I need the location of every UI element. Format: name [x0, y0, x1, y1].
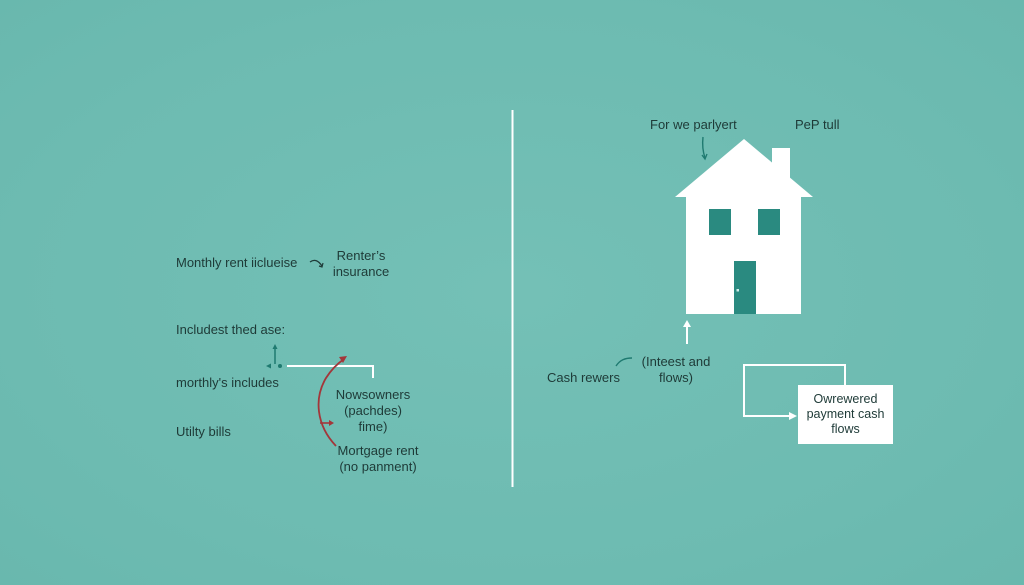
interest-label: (Inteest and flows)	[636, 354, 716, 386]
cash-label: Cash rewers	[547, 370, 620, 385]
mortgage-line-1: Mortgage rent	[337, 443, 419, 458]
renters-insurance-label: Renter’s insurance	[330, 248, 392, 280]
homeowners-line-3: fime)	[358, 419, 388, 434]
box-line-1: Owrewered	[813, 392, 878, 406]
top-label-right: PeP tull	[795, 117, 840, 132]
homeowners-line-1: Nowsowners	[335, 387, 411, 402]
monthly-rent-label: Monthly rent iiclueise	[176, 255, 298, 270]
box-line-2: payment cash	[806, 407, 885, 421]
mortgage-line-2: (no panment)	[339, 459, 417, 474]
homeowners-line-2: (pachdes)	[344, 403, 402, 418]
payment-cash-flows-box: Owrewered payment cash flows	[798, 385, 893, 444]
interest-line-2: flows)	[659, 370, 693, 385]
box-line-3: flows	[831, 422, 860, 436]
renters-insurance-line-2: insurance	[332, 264, 390, 279]
monthly-includes-label: morthly's includes	[176, 375, 279, 390]
mortgage-note: Mortgage rent (no panment)	[333, 443, 423, 475]
top-label-left: For we parlyert	[650, 117, 737, 132]
renters-insurance-line-1: Renter’s	[336, 248, 386, 263]
interest-line-1: (Inteest and	[641, 354, 711, 369]
includes-label: Includest thed ase:	[176, 322, 286, 337]
homeowners-note: Nowsowners (pachdes) fime)	[333, 387, 413, 435]
utility-bills-label: Utilty bills	[176, 424, 231, 439]
